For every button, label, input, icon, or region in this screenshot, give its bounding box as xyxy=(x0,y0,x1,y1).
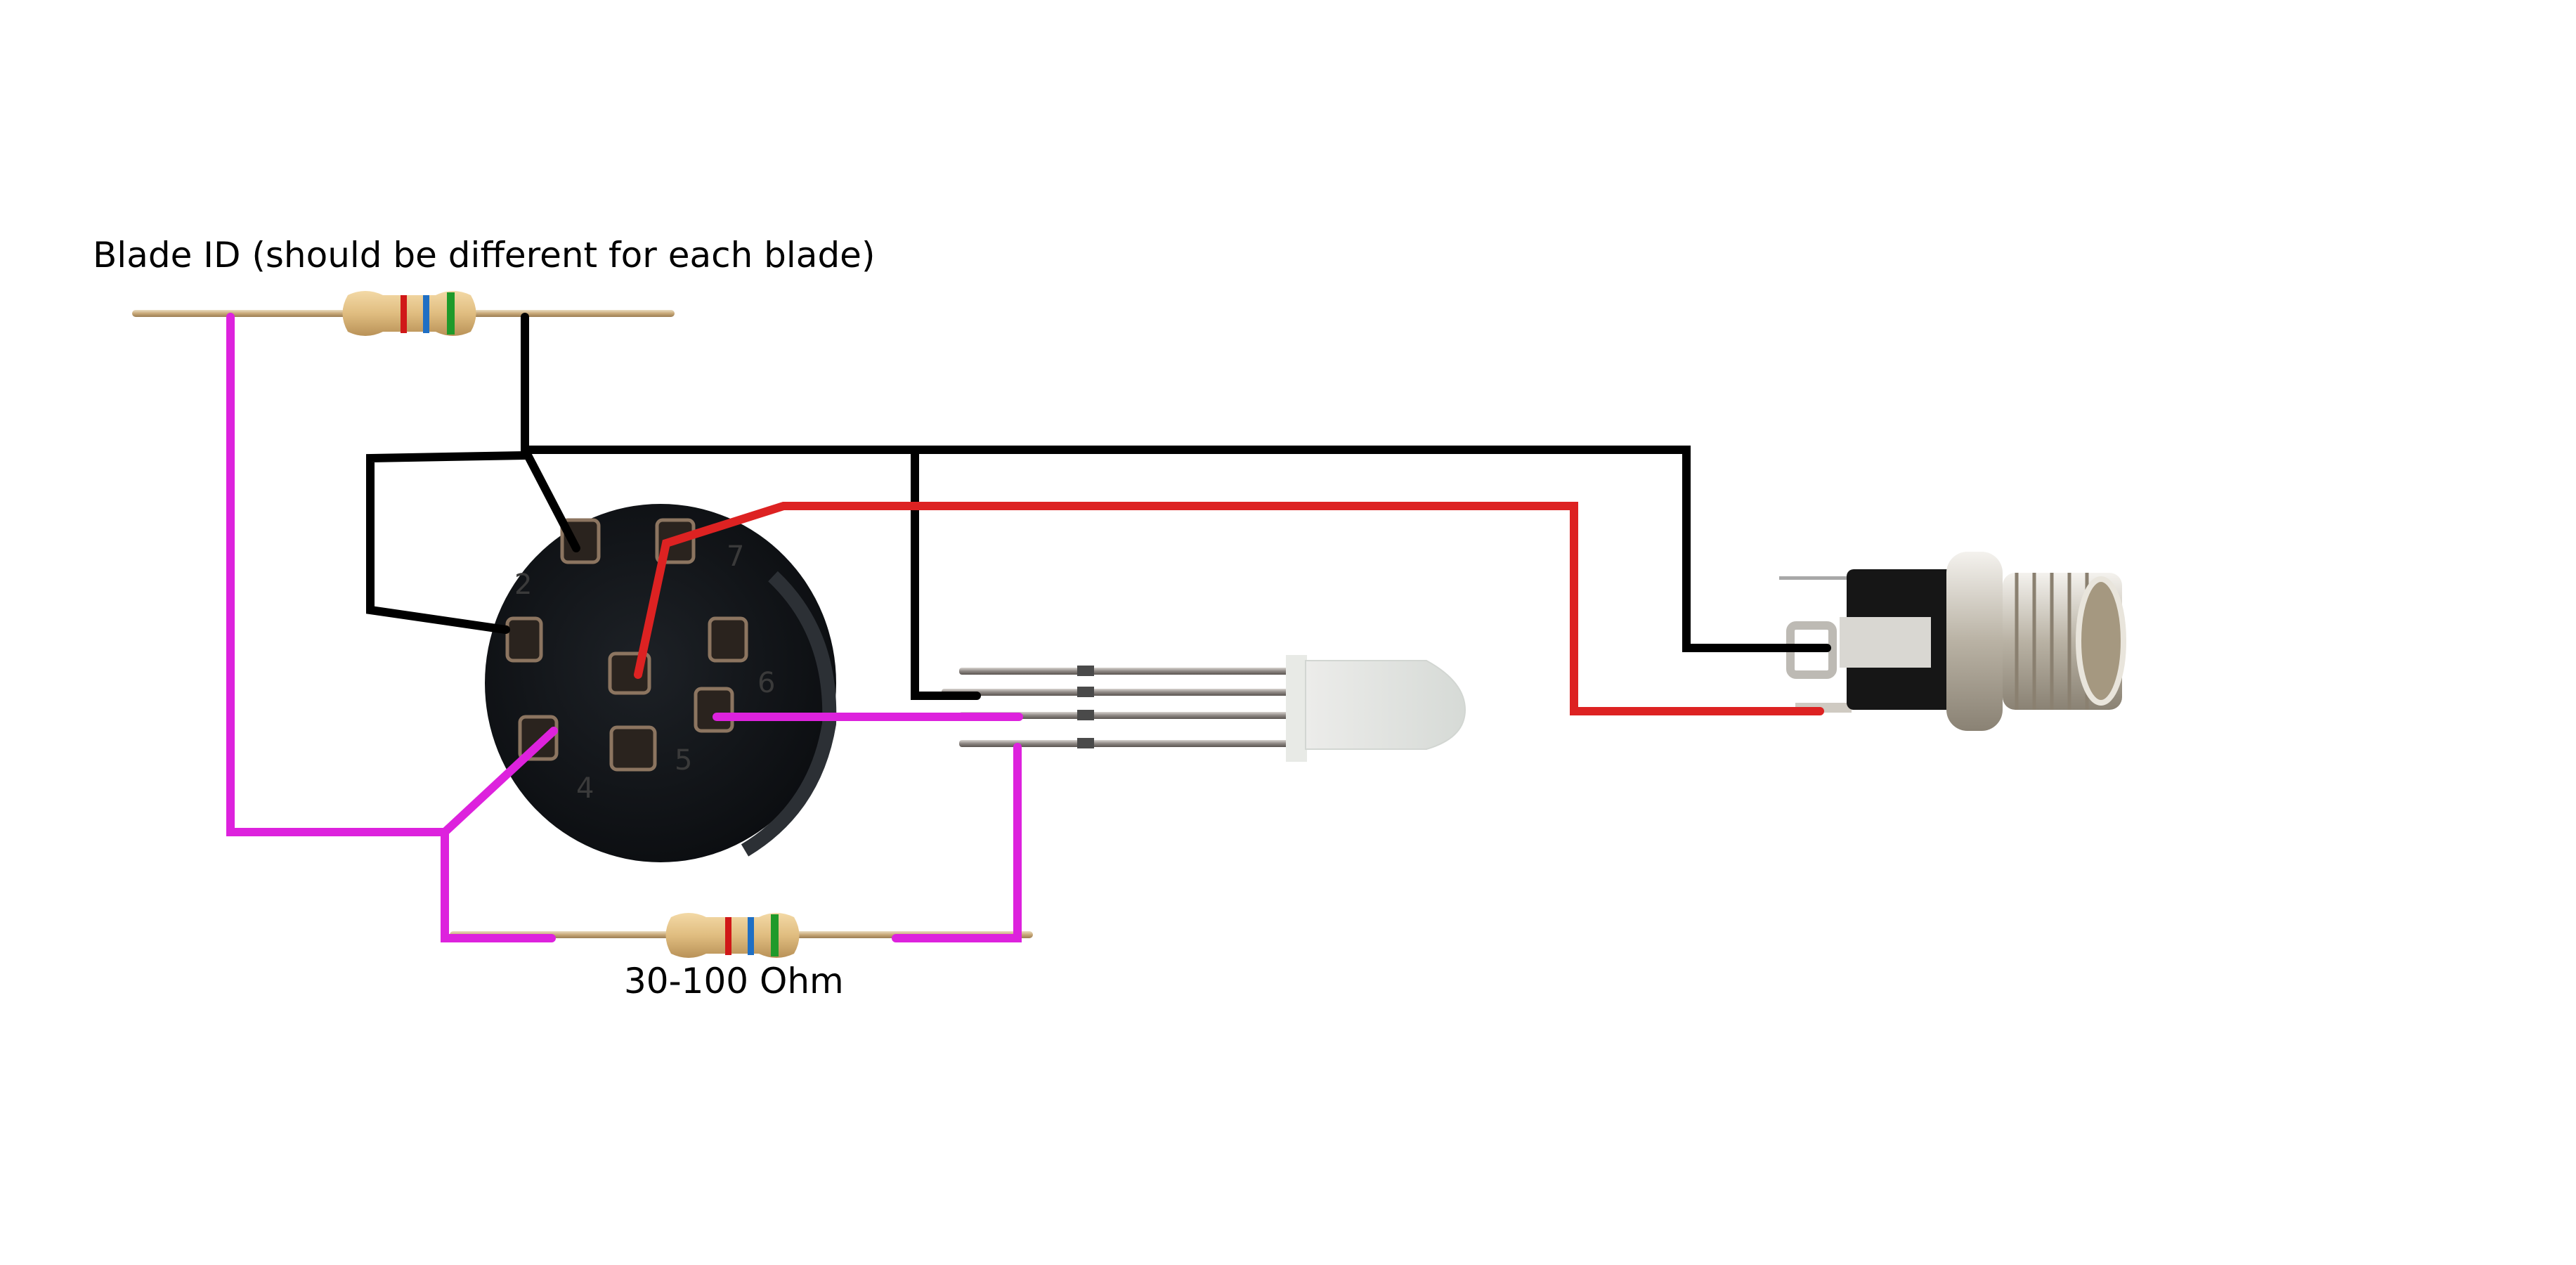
jack-nut xyxy=(1946,552,2003,731)
wire-magenta xyxy=(441,727,558,836)
led-lead xyxy=(959,668,1289,675)
led-lead xyxy=(959,740,1289,747)
blade-id-resistor xyxy=(132,291,675,336)
blade-id-label: Blade ID (should be different for each b… xyxy=(93,235,875,275)
resistor-band-red xyxy=(725,917,731,955)
pin-number: 6 xyxy=(757,667,775,699)
led-lead xyxy=(959,712,1289,719)
led-lead-kink xyxy=(1077,666,1094,676)
led-resistor-label: 30-100 Ohm xyxy=(624,961,844,1001)
wire-black xyxy=(521,446,1831,652)
wire-magenta xyxy=(226,313,449,836)
led-lens xyxy=(1305,660,1466,750)
jack-opening xyxy=(2076,576,2126,706)
pin-number: 4 xyxy=(576,772,594,805)
resistor-band-green xyxy=(447,292,455,335)
wire-black xyxy=(521,446,580,552)
led-resistor xyxy=(450,913,1033,958)
jack-clip xyxy=(1840,617,1931,668)
connector-pin xyxy=(694,687,734,733)
led-lead-kink xyxy=(1077,710,1094,720)
wire-magenta xyxy=(441,828,556,942)
connector-body xyxy=(485,504,836,862)
pin-number: 5 xyxy=(675,744,692,777)
wire-magenta xyxy=(892,743,1022,942)
connector-pin xyxy=(708,616,748,663)
dc-jack xyxy=(1779,552,2126,731)
connector-rim xyxy=(741,571,837,857)
rgb-led xyxy=(942,655,1466,762)
led-lead xyxy=(942,689,1289,696)
led-lead-kink xyxy=(1077,687,1094,697)
resistor-band-blue xyxy=(423,295,429,333)
wire-red xyxy=(634,502,1824,715)
pin-number: 2 xyxy=(514,569,532,601)
signal-wires xyxy=(226,313,1023,942)
connector-pin xyxy=(609,725,657,772)
led-flange xyxy=(1286,655,1307,762)
resistor-body xyxy=(342,291,476,336)
ground-wires xyxy=(366,313,1831,700)
connector: 2 7 6 4 5 xyxy=(485,504,837,862)
wire-black xyxy=(911,446,981,700)
resistor-band-green xyxy=(771,914,779,956)
pin-number: 7 xyxy=(727,540,744,573)
led-lead-kink xyxy=(1077,738,1094,748)
connector-pin xyxy=(505,616,543,663)
jack-lead xyxy=(1779,576,1871,580)
resistor-band-blue xyxy=(748,917,754,955)
wire-black xyxy=(366,451,529,634)
resistor-body xyxy=(665,913,800,958)
resistor-band-red xyxy=(401,295,407,333)
